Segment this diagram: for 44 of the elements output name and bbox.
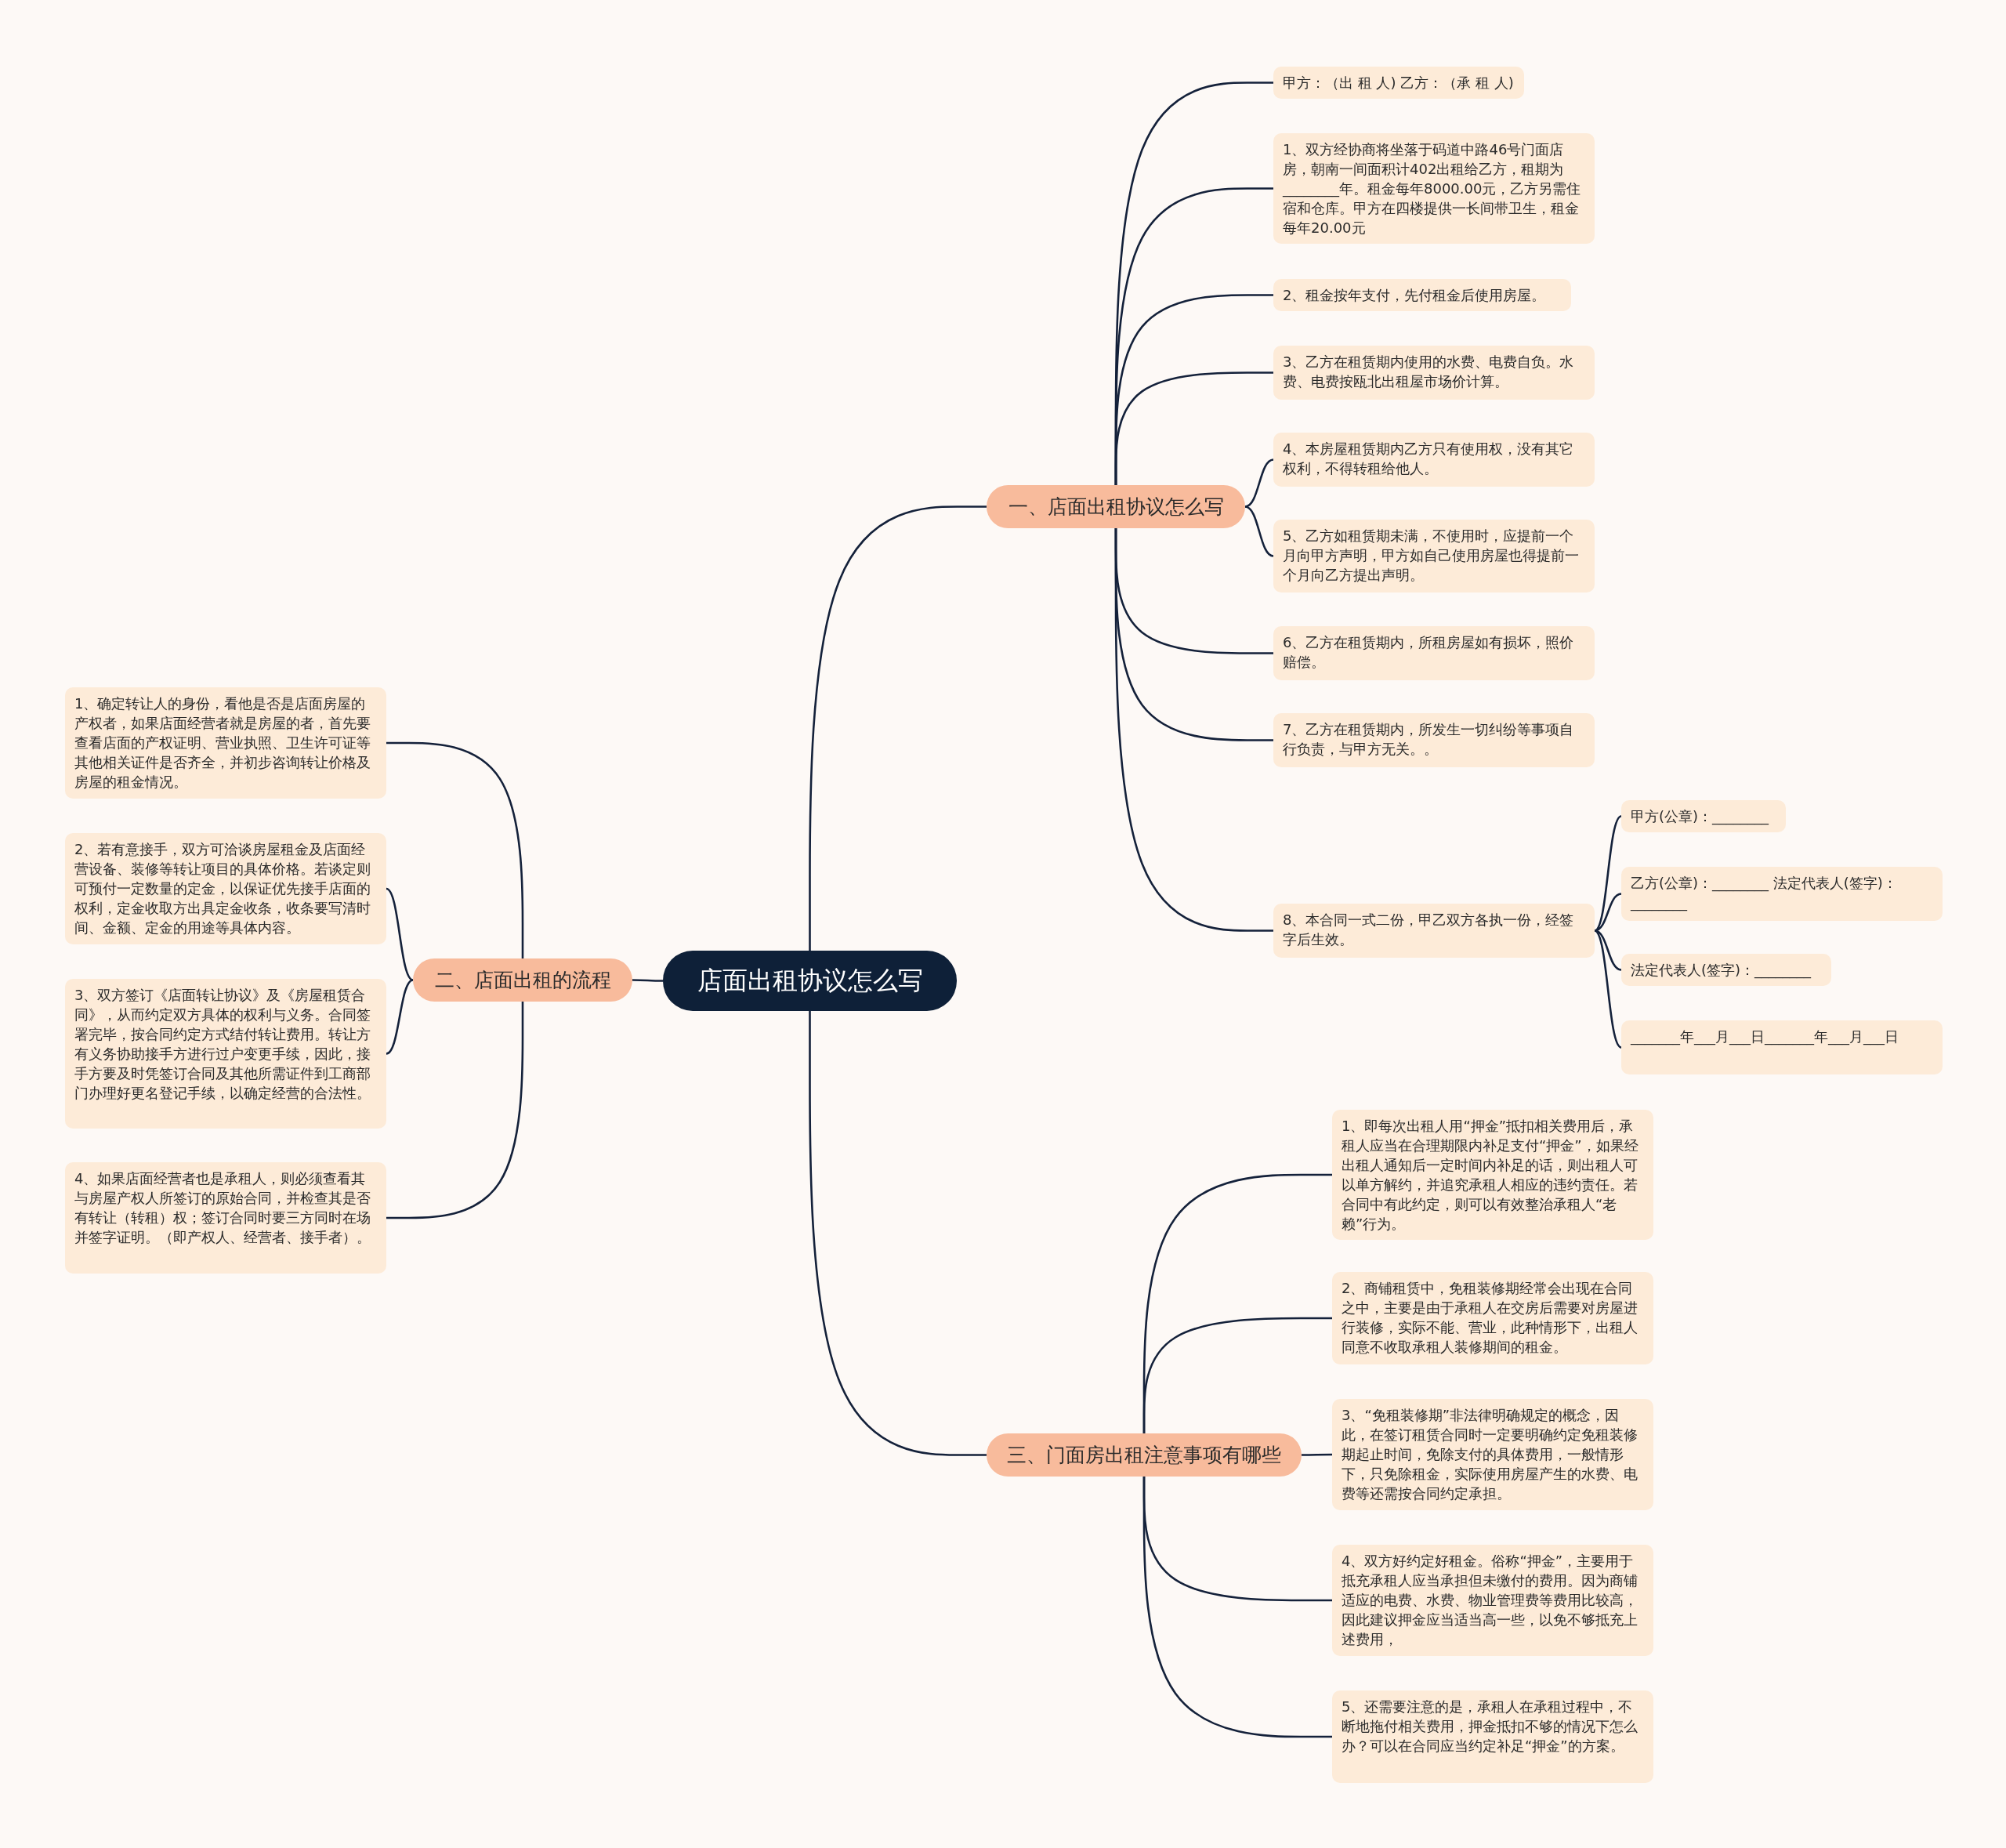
connector-line — [809, 1011, 987, 1456]
connector-line — [1594, 929, 1622, 1049]
subtopic-box: 1、双方经协商将坐落于码道中路46号门面店房，朝南一间面积计402出租给乙方，租期为________年。租金每年8000.00元，乙方另需住宿和仓库。甲方在四楼提供一长间带卫生，租金每年20.00元 — [1273, 133, 1595, 244]
subtopic-box: 3、双方签订《店面转让协议》及《房屋租赁合同》，从而约定双方具体的权利与义务。合同签署完毕，按合同约定方式结付转让费用。转让方有义务协助接手方进行过户变更手续，因此，接手方要及时凭签订合同及其他所需证件到工商部门办理好更名登记手续，以确定经营的合法性。 — [65, 979, 386, 1129]
subtopic-box: 甲方(公章)：________ — [1621, 800, 1786, 832]
subtopic-box: 1、确定转让人的身份，看他是否是店面房屋的产权者，如果店面经营者就是房屋的者，首先要查看店面的产权证明、营业执照、卫生许可证等其他相关证件是否齐全，并初步咨询转让价格及房屋的租金情况。 — [65, 687, 386, 799]
subtopic-box: 2、商铺租赁中，免租装修期经常会出现在合同之中，主要是由于承租人在交房后需要对房屋进行装修，实际不能、营业，此种情形下，出租人同意不收取承租人装修期间的租金。 — [1332, 1272, 1653, 1364]
connector-line — [1114, 371, 1273, 485]
subtopic-box: 4、双方好约定好租金。俗称“押金”，主要用于抵充承租人应当承担但未缴付的费用。因为商铺适应的电费、水费、物业管理费等费用比较高，因此建议押金应当适当高一些，以免不够抵充上述费用， — [1332, 1545, 1653, 1656]
branch-topic: 三、门面房出租注意事项有哪些 — [987, 1433, 1302, 1477]
connector-line — [1114, 528, 1273, 932]
subtopic-box: 3、乙方在租赁期内使用的水费、电费自负。水费、电费按瓯北出租屋市场价计算。 — [1273, 346, 1595, 400]
central-topic: 店面出租协议怎么写 — [663, 951, 957, 1011]
connector-line — [1594, 893, 1622, 932]
subtopic-box: _______年___月___日_______年___月___日 — [1621, 1020, 1943, 1074]
connector-line — [1594, 815, 1622, 932]
subtopic-box: 4、本房屋租赁期内乙方只有使用权，没有其它权利，不得转租给他人。 — [1273, 433, 1595, 487]
subtopic-box: 法定代表人(签字)：________ — [1621, 954, 1831, 986]
subtopic-box: 5、乙方如租赁期未满，不使用时，应提前一个月向甲方声明，甲方如自己使用房屋也得提前一个月向乙方提出声明。 — [1273, 520, 1595, 592]
subtopic-box: 5、还需要注意的是，承租人在承租过程中，不断地拖付相关费用，押金抵扣不够的情况下怎么办？可以在合同应当约定补足“押金”的方案。 — [1332, 1690, 1653, 1783]
connector-line — [1142, 1477, 1332, 1738]
connector-line — [386, 979, 414, 1055]
connector-line — [1244, 458, 1274, 508]
connector-line — [1142, 1317, 1332, 1433]
subtopic-box: 2、若有意接手，双方可洽谈房屋租金及店面经营设备、装修等转让项目的具体价格。若谈定则可预付一定数量的定金，以保证优先接手店面的权利，定金收取方出具定金收条，收条要写清时间、金额、定金的用途等具体内容。 — [65, 833, 386, 944]
connector-line — [632, 979, 663, 982]
connector-line — [1594, 929, 1622, 971]
connector-line — [386, 1002, 524, 1219]
branch-topic: 二、店面出租的流程 — [413, 958, 632, 1002]
subtopic-box: 乙方(公章)：________ 法定代表人(签字)：________ — [1621, 867, 1943, 921]
subtopic-box: 8、本合同一式二份，甲乙双方各执一份，经签字后生效。 — [1273, 904, 1595, 958]
connector-line — [809, 505, 987, 951]
subtopic-box: 甲方：（出 租 人) 乙方：（承 租 人) — [1273, 67, 1524, 99]
subtopic-box: 7、乙方在租赁期内，所发生一切纠纷等事项自行负责，与甲方无关。。 — [1273, 713, 1595, 767]
connector-line — [1302, 1453, 1332, 1456]
subtopic-box: 1、即每次出租人用“押金”抵扣相关费用后，承租人应当在合理期限内补足支付“押金”，如果经出租人通知后一定时间内补足的话，则出租人可以单方解约，并追究承租人相应的违约责任。若合同中有此约定，则可以有效整治承租人“老赖”行为。 — [1332, 1110, 1653, 1240]
branch-topic: 一、店面出租协议怎么写 — [987, 485, 1245, 528]
subtopic-box: 4、如果店面经营者也是承租人，则必须查看其与房屋产权人所签订的原始合同，并检查其是否有转让（转租）权；签订合同时要三方同时在场并签字证明。（即产权人、经营者、接手者）。 — [65, 1162, 386, 1274]
connector-line — [1244, 505, 1274, 557]
connector-line — [386, 741, 524, 958]
subtopic-box: 2、租金按年支付，先付租金后使用房屋。 — [1273, 279, 1571, 311]
subtopic-box: 6、乙方在租赁期内，所租房屋如有损坏，照价赔偿。 — [1273, 626, 1595, 680]
connector-line — [386, 887, 414, 981]
subtopic-box: 3、“免租装修期”非法律明确规定的概念，因此，在签订租赁合同时一定要明确约定免租装修期起止时间，免除支付的具体费用，一般情形下，只免除租金，实际使用房屋产生的水费、电费等还需按合同约定承担。 — [1332, 1399, 1653, 1510]
